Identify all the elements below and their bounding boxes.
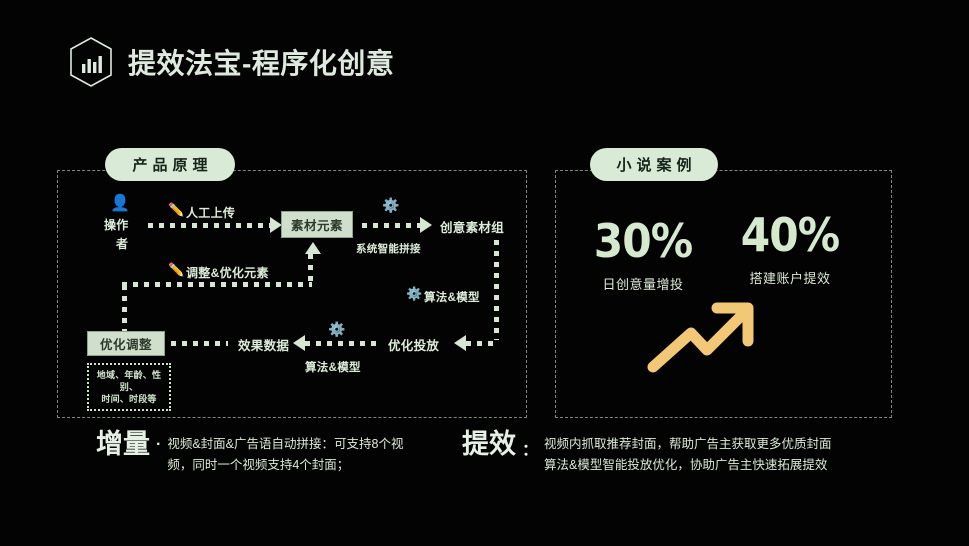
note-efficiency-line2: 算法&模型智能投放优化，协助广告主快速拓展提效 [544,457,828,472]
note-increment: 增量 · 视频&封面&广告语自动拼接：可支持8个视 频，同时一个视频支持4个封面… [96,429,417,475]
node-material-element: 素材元素 [281,211,353,238]
flow-line-adjust-right [122,282,312,287]
subbox-line2: 时间、时段等 [101,394,157,405]
flow-line-operator-to-material [148,223,270,228]
pencil-icon-upload: ✏️ [168,202,185,217]
arrowhead-operator-to-material [270,217,282,233]
node-optimize-adjust: 优化调整 [87,331,165,356]
arrowhead-delivery-to-effect [293,335,305,351]
upward-trend-arrow-icon [645,297,765,380]
note-efficiency-body: 视频内抓取推荐封面，帮助广告主获取更多优质封面 算法&模型智能投放优化，协助广告… [544,430,832,475]
assemble-label: 系统智能拼接 [356,243,421,255]
arrowhead-material-to-creative [420,217,432,233]
algo-label-right: 算法&模型 [424,292,480,304]
gear-icon-algo-right: ⚙️ [406,286,423,301]
algo-label-mid: 算法&模型 [305,362,361,374]
note-efficiency-title: 提效 [462,429,516,459]
product-principle-pill: 产品原理 [105,148,235,181]
page-header: 提效法宝-程序化创意 [68,36,394,88]
note-increment-line1: 视频&封面&广告语自动拼接：可支持8个视 [167,437,404,451]
product-principle-panel [57,170,527,418]
flow-line-material-to-creative [362,223,420,228]
node-effect-data: 效果数据 [238,339,290,353]
flow-line-creative-down [494,240,499,340]
flow-line-adjust-up [308,254,313,284]
adjust-label: 调整&优化元素 [186,266,269,280]
node-optimize-delivery: 优化投放 [388,339,440,353]
subbox-line1: 地域、年龄、性别、 [96,370,162,393]
stat-value-1: 40% [740,208,840,262]
flow-line-right-to-delivery [466,341,496,346]
note-increment-line2: 频，同时一个视频支持4个封面； [167,457,350,472]
note-efficiency-separator: ： [522,442,539,459]
operator-label-line2: 者 [116,237,129,251]
optimize-dimensions-box: 地域、年龄、性别、 时间、时段等 [87,363,171,412]
stat-caption-0: 日创意量增投 [602,277,684,292]
page-title: 提效法宝-程序化创意 [128,48,395,79]
flow-line-optimize-up [122,285,127,331]
note-increment-body: 视频&封面&广告语自动拼接：可支持8个视 频，同时一个视频支持4个封面； [167,430,417,475]
operator-label-line1: 操作 [104,218,129,232]
arrowhead-right-to-delivery [454,335,466,351]
stat-block-1: 40% 搭建账户提效 [730,212,850,287]
operator-person-icon: 👤 [110,195,130,212]
pencil-icon-adjust: ✏️ [168,262,185,277]
gear-icon-assemble: ⚙️ [382,197,400,213]
flow-line-effect-to-optimize [160,341,228,346]
node-creative-group: 创意素材组 [440,221,505,235]
stat-caption-1: 搭建账户提效 [749,271,831,286]
stat-value-0: 30% [593,214,693,268]
gear-icon-algo-mid: ⚙️ [328,321,346,337]
novel-case-pill: 小说案例 [590,148,718,181]
stat-block-0: 30% 日创意量增投 [583,218,703,293]
arrowhead-adjust-to-material [305,242,321,254]
note-efficiency-line1: 视频内抓取推荐封面，帮助广告主获取更多优质封面 [544,437,832,451]
note-increment-title: 增量 [96,429,150,459]
novel-case-panel [555,170,892,418]
flow-line-delivery-to-effect [305,341,381,346]
note-efficiency: 提效 ： 视频内抓取推荐封面，帮助广告主获取更多优质封面 算法&模型智能投放优化… [462,429,832,475]
hexagon-bar-chart-icon [68,36,114,88]
upload-label: 人工上传 [186,206,236,220]
note-increment-separator: · [156,436,162,453]
